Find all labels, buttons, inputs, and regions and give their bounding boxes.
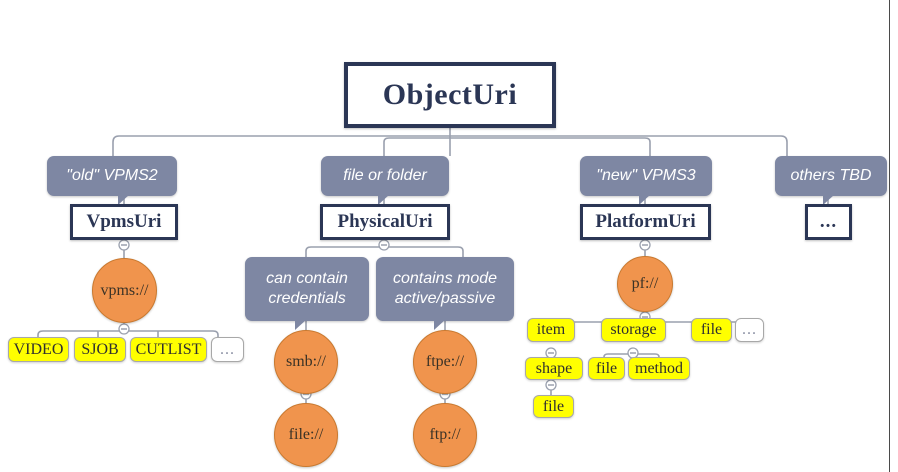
node-scheme-smb[interactable]: smb:// [274, 330, 338, 394]
callout-others-tbd-line1: others TBD [790, 167, 872, 184]
callout-tail [434, 320, 445, 330]
node-scheme-ftp[interactable]: ftp:// [413, 403, 477, 467]
callout-can-contain-credentials[interactable]: can contain credentials [245, 257, 369, 330]
callout-file-or-folder-line1: file or folder [343, 167, 427, 184]
callout-old-vpms2[interactable]: "old" VPMS2 [47, 156, 177, 205]
callout-new-vpms3[interactable]: "new" VPMS3 [580, 156, 712, 205]
callout-others-tbd[interactable]: others TBD [775, 156, 887, 205]
callout-credentials-line2: credentials [268, 290, 346, 307]
node-vpms-child-sjob[interactable]: SJOB [74, 337, 126, 362]
callout-mode-line1: contains mode [392, 270, 498, 287]
callout-contains-mode[interactable]: contains mode active/passive [376, 257, 514, 330]
node-scheme-file[interactable]: file:// [274, 403, 338, 467]
node-item-child-shape[interactable]: shape [525, 357, 583, 380]
callout-tail [118, 195, 129, 205]
callout-tail [823, 195, 834, 205]
node-scheme-pf[interactable]: pf:// [617, 256, 673, 312]
node-pf-child-storage[interactable]: storage [601, 318, 666, 342]
node-shape-child-file[interactable]: file [533, 395, 574, 418]
node-others-ellipsis[interactable]: ... [805, 204, 852, 240]
callout-credentials-line1: can contain [266, 270, 348, 287]
callout-tail [295, 320, 306, 330]
node-pf-child-ellipsis[interactable]: ... [735, 318, 764, 342]
node-vpms-child-video[interactable]: VIDEO [8, 337, 69, 362]
callout-mode-line2: active/passive [394, 290, 496, 307]
node-storage-child-method[interactable]: method [628, 357, 690, 380]
node-object-uri[interactable]: ObjectUri [344, 62, 556, 128]
callout-tail [378, 195, 389, 205]
node-vpms-child-ellipsis[interactable]: ... [211, 337, 244, 362]
node-vpms-child-cutlist[interactable]: CUTLIST [130, 337, 207, 362]
node-storage-child-file[interactable]: file [588, 357, 625, 380]
page-right-border [889, 0, 890, 472]
callout-file-or-folder[interactable]: file or folder [321, 156, 449, 205]
node-pf-child-item[interactable]: item [527, 318, 575, 342]
callout-new-vpms3-line1: "new" VPMS3 [596, 167, 696, 184]
node-vpms-uri[interactable]: VpmsUri [70, 204, 178, 240]
callout-tail [639, 195, 650, 205]
node-scheme-ftpe[interactable]: ftpe:// [413, 330, 477, 394]
node-scheme-vpms[interactable]: vpms:// [92, 258, 157, 323]
callout-old-vpms2-line1: "old" VPMS2 [66, 167, 158, 184]
node-physical-uri[interactable]: PhysicalUri [320, 204, 450, 240]
node-pf-child-file[interactable]: file [691, 318, 732, 342]
node-platform-uri[interactable]: PlatformUri [580, 204, 711, 240]
